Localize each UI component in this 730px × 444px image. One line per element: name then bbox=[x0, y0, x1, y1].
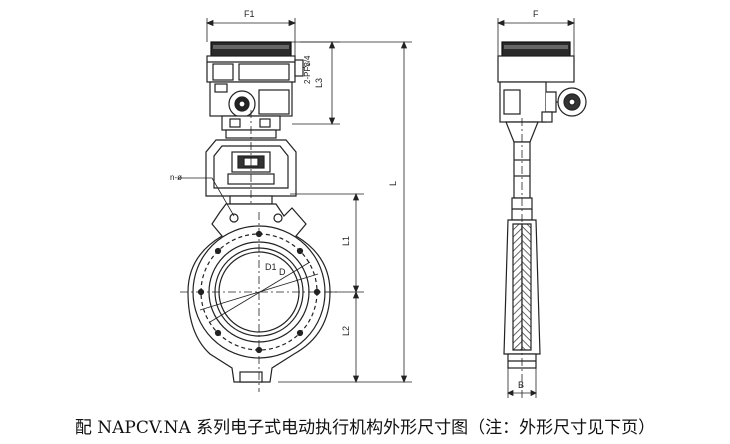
dim-label-f: F bbox=[533, 9, 539, 19]
dim-label-l: L bbox=[388, 181, 398, 186]
front-valve-body bbox=[180, 203, 340, 392]
dim-label-f1: F1 bbox=[244, 9, 255, 19]
label-n-phi: n-ø bbox=[170, 173, 182, 182]
dim-label-l1: L1 bbox=[341, 236, 351, 246]
figure-caption: 配 NAPCV.NA 系列电子式电动执行机构外形尺寸图（注：外形尺寸见下页） bbox=[74, 418, 656, 438]
side-body bbox=[503, 219, 541, 369]
valve-dimension-drawing: F1 L3 2-PF3/4 L L1 L2 D1 D n-ø bbox=[170, 9, 587, 400]
front-view bbox=[178, 18, 412, 392]
dim-label-b: B bbox=[518, 380, 524, 390]
side-actuator bbox=[497, 41, 587, 123]
dim-label-l3: L3 bbox=[314, 78, 324, 88]
front-actuator bbox=[206, 41, 304, 118]
front-dimensions bbox=[178, 18, 412, 384]
dim-label-l2: L2 bbox=[341, 326, 351, 336]
dim-label-d1: D1 bbox=[265, 262, 277, 272]
dim-label-pf: 2-PF3/4 bbox=[303, 55, 312, 84]
front-bracket bbox=[205, 110, 297, 212]
side-view bbox=[496, 18, 587, 400]
side-dimensions bbox=[496, 18, 576, 400]
dim-label-d: D bbox=[279, 267, 286, 277]
